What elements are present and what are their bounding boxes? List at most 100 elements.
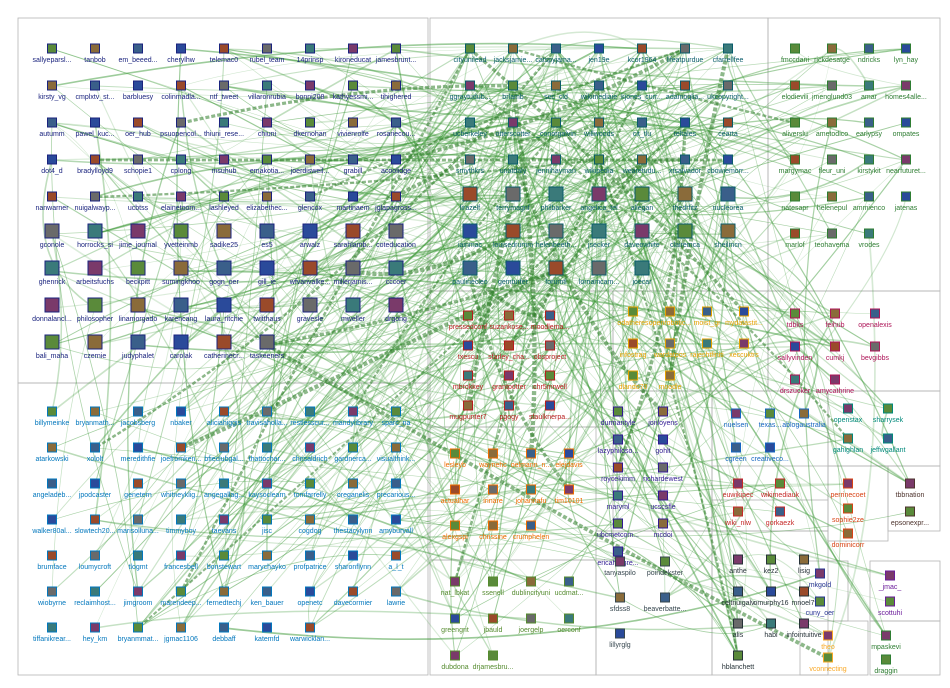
graph-node[interactable]: ssenell xyxy=(482,576,504,597)
graph-node[interactable]: moist_gr xyxy=(694,306,722,327)
graph-node[interactable]: angelica_tel xyxy=(580,186,618,212)
graph-node[interactable]: glencox xyxy=(298,191,323,212)
graph-node[interactable]: autumm xyxy=(39,117,65,138)
graph-node[interactable]: perrinecoet xyxy=(830,478,866,499)
graph-node[interactable]: kirstykit xyxy=(857,154,881,175)
graph-node[interactable]: ucdmat... xyxy=(555,576,584,597)
graph-node[interactable]: beckpitt xyxy=(126,260,150,286)
graph-node[interactable]: hey_km xyxy=(83,622,108,643)
graph-node[interactable]: ukcopyright... xyxy=(707,80,749,101)
graph-node[interactable]: xtsalvador xyxy=(669,154,702,175)
graph-node[interactable]: pawel_kuc... xyxy=(76,117,115,138)
graph-node[interactable]: kathyessmi... xyxy=(333,80,374,101)
graph-node[interactable]: ucbtss xyxy=(128,191,149,212)
graph-node[interactable]: clairemca xyxy=(670,223,700,249)
graph-node[interactable]: jatenas xyxy=(894,191,918,212)
graph-node[interactable]: obsproject xyxy=(534,340,566,361)
graph-node[interactable]: restlesscur... xyxy=(290,406,330,427)
graph-node[interactable]: ubcmetcom... xyxy=(597,518,639,539)
graph-node[interactable]: tdbks xyxy=(787,308,804,329)
graph-node[interactable]: openrobotic... xyxy=(649,306,691,327)
graph-node[interactable]: kjones_curr... xyxy=(621,80,663,101)
graph-node[interactable]: katemfd xyxy=(255,622,280,643)
graph-node[interactable]: paulinecleo xyxy=(452,260,488,286)
graph-node[interactable]: oerconf xyxy=(557,613,581,634)
graph-node[interactable]: margymac xyxy=(779,154,812,175)
graph-node[interactable]: atarkowski xyxy=(35,442,69,463)
graph-node[interactable]: catherinecr... xyxy=(204,334,244,360)
graph-node[interactable]: vrodes xyxy=(858,228,880,249)
graph-node[interactable]: wikimediaie xyxy=(580,80,617,101)
graph-node[interactable]: cearta xyxy=(718,117,738,138)
graph-node[interactable]: lifeatpurdue xyxy=(667,43,704,64)
graph-node[interactable]: tihighered xyxy=(381,80,412,101)
graph-node[interactable]: sallyvinden xyxy=(778,341,813,362)
graph-node[interactable]: jpodcaster xyxy=(78,478,112,499)
graph-node[interactable]: epsonexpr... xyxy=(891,506,929,527)
graph-node[interactable]: jonloyens xyxy=(647,406,678,427)
graph-node[interactable]: pgogy xyxy=(499,400,519,421)
graph-node[interactable]: rajeshtfiniti xyxy=(690,338,724,359)
graph-node[interactable]: cbowiemorr... xyxy=(707,154,749,175)
graph-node[interactable]: moodle xyxy=(659,370,682,391)
graph-node[interactable]: xeccuktrs xyxy=(729,338,759,359)
graph-node[interactable]: helenepul xyxy=(817,191,848,212)
graph-node[interactable]: wikipedia xyxy=(584,154,614,175)
graph-node[interactable]: rickdesatge xyxy=(814,43,850,64)
graph-node[interactable]: villaronrubia xyxy=(248,80,286,101)
graph-node[interactable]: durmantyle xyxy=(601,406,636,427)
graph-node[interactable]: draggin xyxy=(874,654,898,675)
graph-node[interactable]: philosopher xyxy=(77,297,114,323)
graph-node[interactable]: openstax xyxy=(834,403,863,424)
graph-node[interactable]: cgreen xyxy=(725,442,747,463)
graph-node[interactable]: sarahlamb... xyxy=(334,223,373,249)
graph-node[interactable]: ompates xyxy=(893,117,920,138)
graph-node[interactable]: colinmadla... xyxy=(161,80,201,101)
graph-node[interactable]: grantpotter xyxy=(492,370,527,391)
graph-node[interactable]: millerjamis... xyxy=(334,260,373,286)
graph-node[interactable]: beaverbatte... xyxy=(644,592,687,613)
graph-node[interactable]: openetc xyxy=(298,586,323,607)
graph-node[interactable]: rosariecou... xyxy=(377,117,416,138)
graph-node[interactable]: theo xyxy=(821,630,835,651)
graph-node[interactable]: arbeitsfuchs xyxy=(76,260,114,286)
graph-node[interactable]: fleur_uni xyxy=(819,154,846,175)
graph-node[interactable]: gahighlan xyxy=(833,433,863,454)
graph-node[interactable]: gorkaezk xyxy=(766,506,795,527)
graph-node[interactable]: adamoglia... xyxy=(666,80,704,101)
graph-node[interactable]: gardnerca... xyxy=(334,442,372,463)
graph-node[interactable]: sparc_na xyxy=(382,406,411,427)
graph-node[interactable]: nearfuturet... xyxy=(886,154,926,175)
graph-node[interactable]: maryml xyxy=(607,490,630,511)
graph-node[interactable]: daveowhite xyxy=(624,223,660,249)
graph-node[interactable]: vconnecting xyxy=(809,652,847,673)
graph-node[interactable]: feihub xyxy=(825,308,845,329)
graph-node[interactable]: arwalz xyxy=(300,223,321,249)
graph-node[interactable]: sheilmcn xyxy=(714,223,742,249)
graph-node[interactable]: wfvanvalke... xyxy=(289,260,331,286)
graph-node[interactable]: linamorgado xyxy=(119,297,158,323)
graph-node[interactable]: teltales xyxy=(674,117,697,138)
graph-node[interactable]: joefromken... xyxy=(160,442,202,463)
graph-node[interactable]: oreganelis xyxy=(337,478,370,499)
graph-node[interactable]: ndricks xyxy=(858,43,881,64)
graph-node[interactable]: lirazelf xyxy=(460,186,480,212)
graph-node[interactable]: taskeeners xyxy=(250,334,285,360)
graph-node[interactable]: amycathrine xyxy=(816,374,854,395)
graph-node[interactable]: catspyjama... xyxy=(535,43,577,64)
graph-node[interactable]: drgong xyxy=(385,297,407,323)
graph-node[interactable]: angegallag... xyxy=(204,478,244,499)
graph-node[interactable]: terrymagnf xyxy=(496,186,530,212)
graph-node[interactable]: pressedconf xyxy=(449,310,487,331)
graph-node[interactable]: smythkrs xyxy=(456,154,485,175)
graph-node[interactable]: tim10101 xyxy=(555,484,584,505)
graph-node[interactable]: cit_tlu xyxy=(633,117,651,138)
graph-node[interactable]: chiuni xyxy=(258,117,277,138)
graph-node[interactable]: timmyboy xyxy=(166,514,196,535)
graph-node[interactable]: gemturfer xyxy=(498,260,529,286)
graph-node[interactable]: sharonflynn xyxy=(335,550,371,571)
graph-node[interactable]: actualhar xyxy=(441,484,470,505)
graph-node[interactable]: cplong xyxy=(171,154,192,175)
graph-node[interactable]: bryanmath... xyxy=(76,406,115,427)
graph-node[interactable]: lisig xyxy=(798,554,810,575)
